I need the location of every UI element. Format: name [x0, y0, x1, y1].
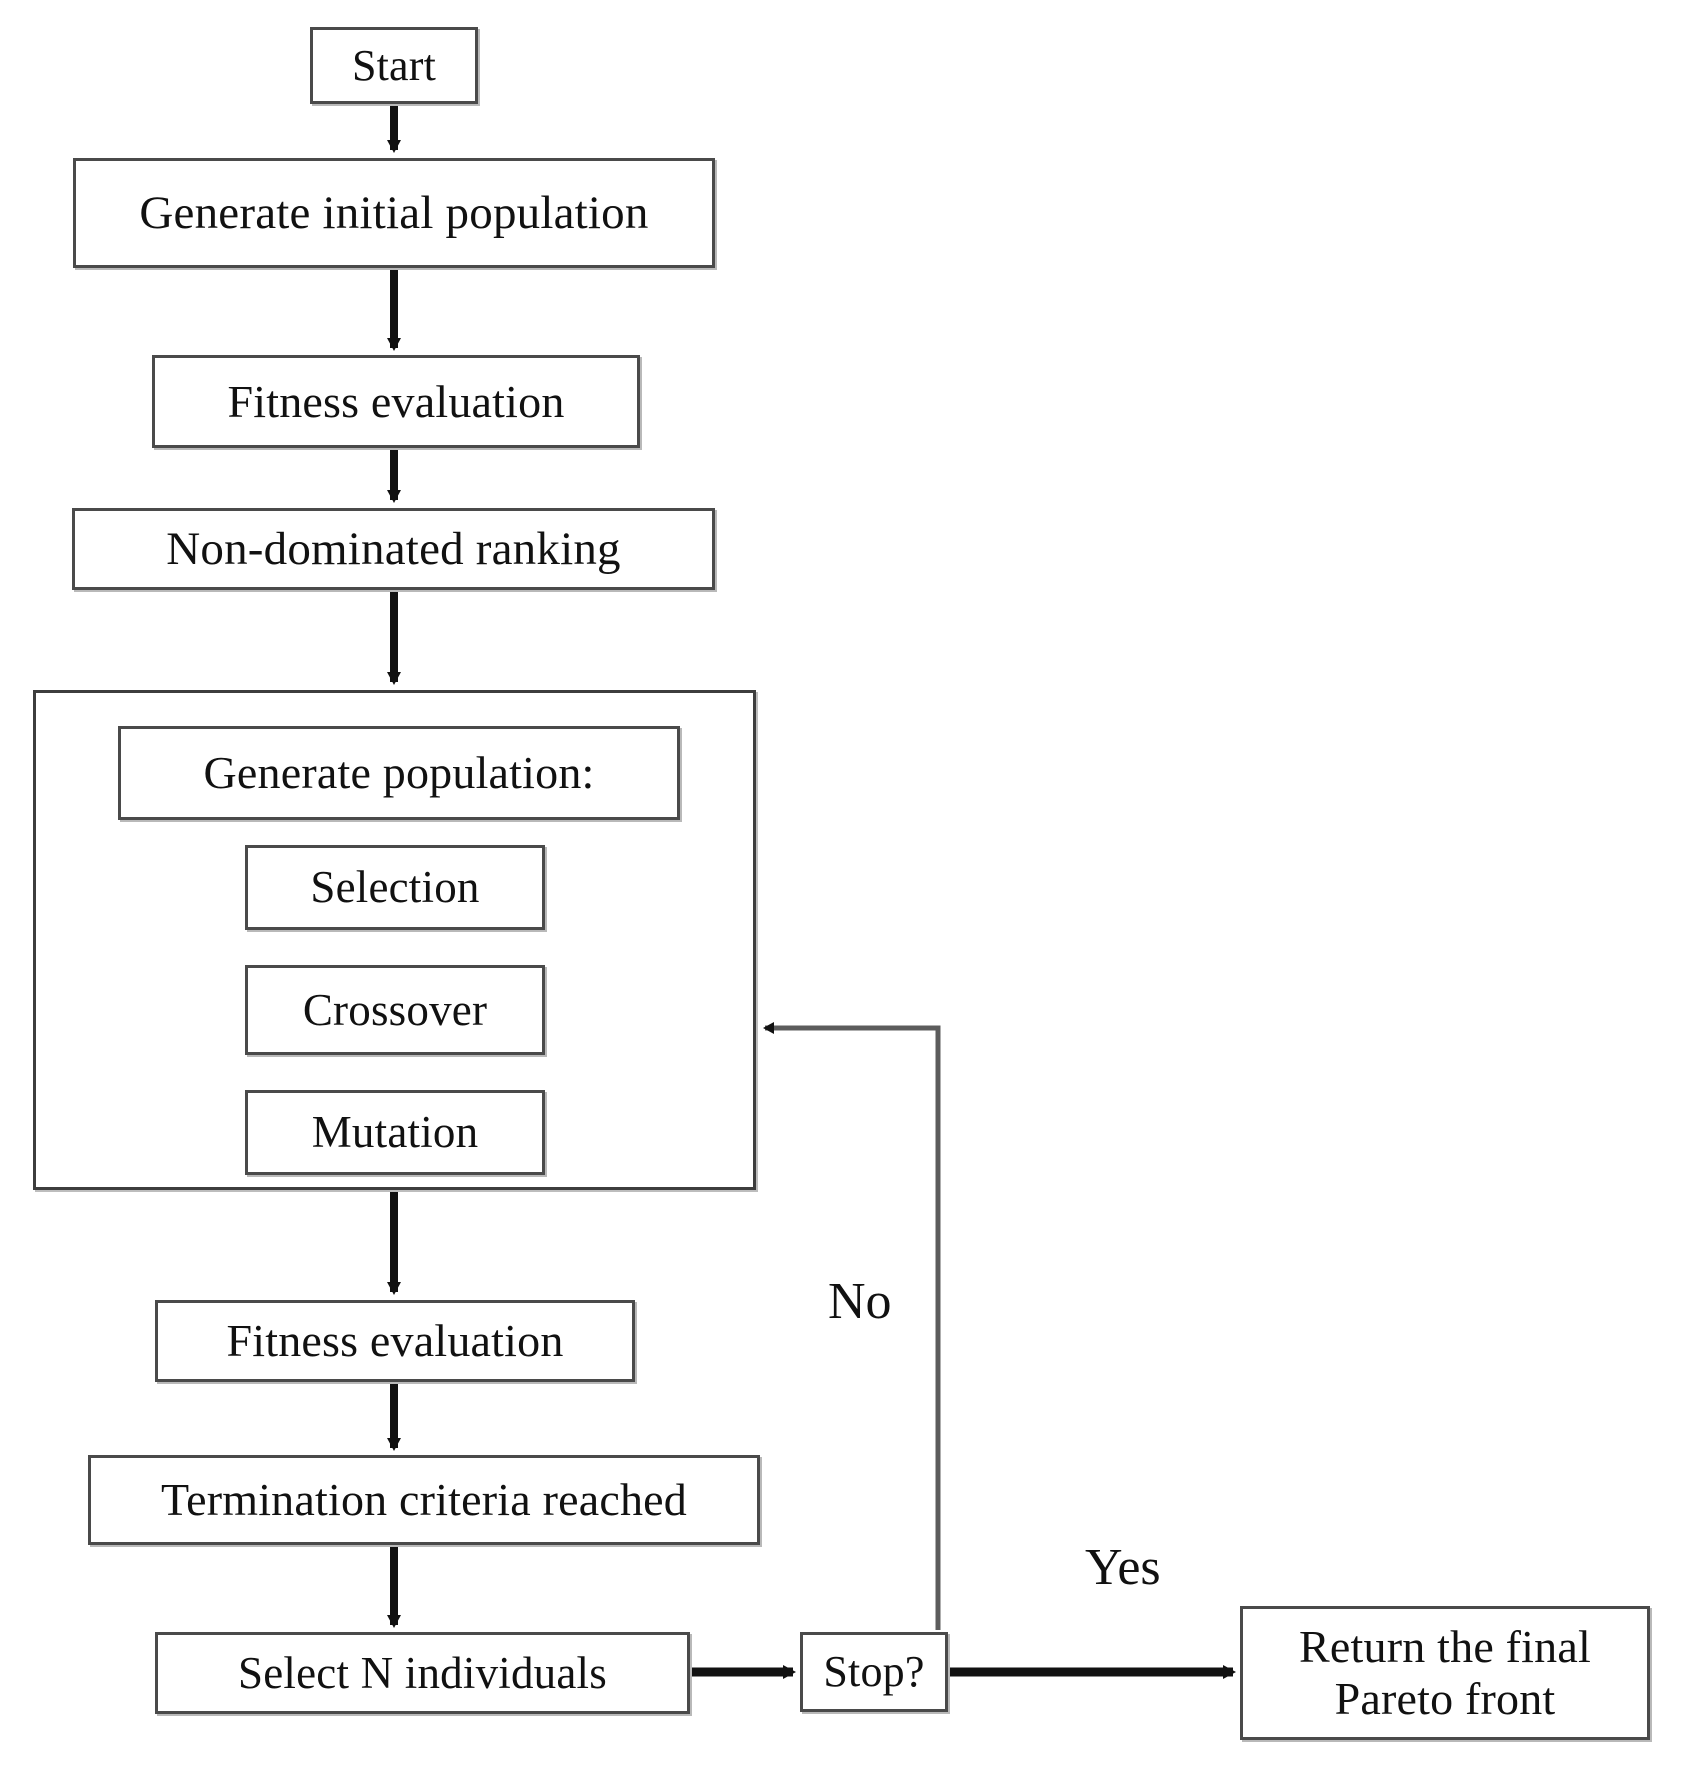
edge-label-yes: Yes: [1085, 1539, 1161, 1596]
node-stop-decision[interactable]: Stop?: [800, 1632, 948, 1712]
node-stop-decision-label: Stop?: [823, 1647, 925, 1697]
node-generate-initial-population-label: Generate initial population: [139, 186, 649, 239]
node-non-dominated-ranking-label: Non-dominated ranking: [166, 522, 621, 575]
node-fitness-evaluation-2-label: Fitness evaluation: [226, 1315, 564, 1367]
node-generate-population[interactable]: Generate population:: [118, 726, 680, 820]
node-selection[interactable]: Selection: [245, 845, 545, 930]
node-generate-population-label: Generate population:: [203, 747, 595, 799]
node-fitness-evaluation-1[interactable]: Fitness evaluation: [152, 355, 640, 448]
node-termination-criteria-label: Termination criteria reached: [161, 1474, 687, 1526]
node-select-n-individuals[interactable]: Select N individuals: [155, 1632, 690, 1714]
node-mutation-label: Mutation: [311, 1107, 479, 1158]
loop-container-box: [33, 690, 756, 1190]
node-start-label: Start: [351, 40, 437, 90]
node-mutation[interactable]: Mutation: [245, 1090, 545, 1175]
node-non-dominated-ranking[interactable]: Non-dominated ranking: [72, 508, 715, 590]
edge-label-no: No: [828, 1273, 892, 1330]
node-crossover[interactable]: Crossover: [245, 965, 545, 1055]
node-generate-initial-population[interactable]: Generate initial population: [73, 158, 715, 268]
node-return-pareto-front[interactable]: Return the final Pareto front: [1240, 1606, 1650, 1740]
node-crossover-label: Crossover: [302, 984, 488, 1035]
node-fitness-evaluation-2[interactable]: Fitness evaluation: [155, 1300, 635, 1382]
node-start[interactable]: Start: [310, 27, 478, 104]
node-return-pareto-front-label: Return the final Pareto front: [1299, 1621, 1591, 1724]
node-selection-label: Selection: [310, 862, 480, 913]
node-fitness-evaluation-1-label: Fitness evaluation: [227, 375, 565, 427]
node-termination-criteria[interactable]: Termination criteria reached: [88, 1455, 760, 1545]
node-select-n-individuals-label: Select N individuals: [238, 1647, 607, 1698]
